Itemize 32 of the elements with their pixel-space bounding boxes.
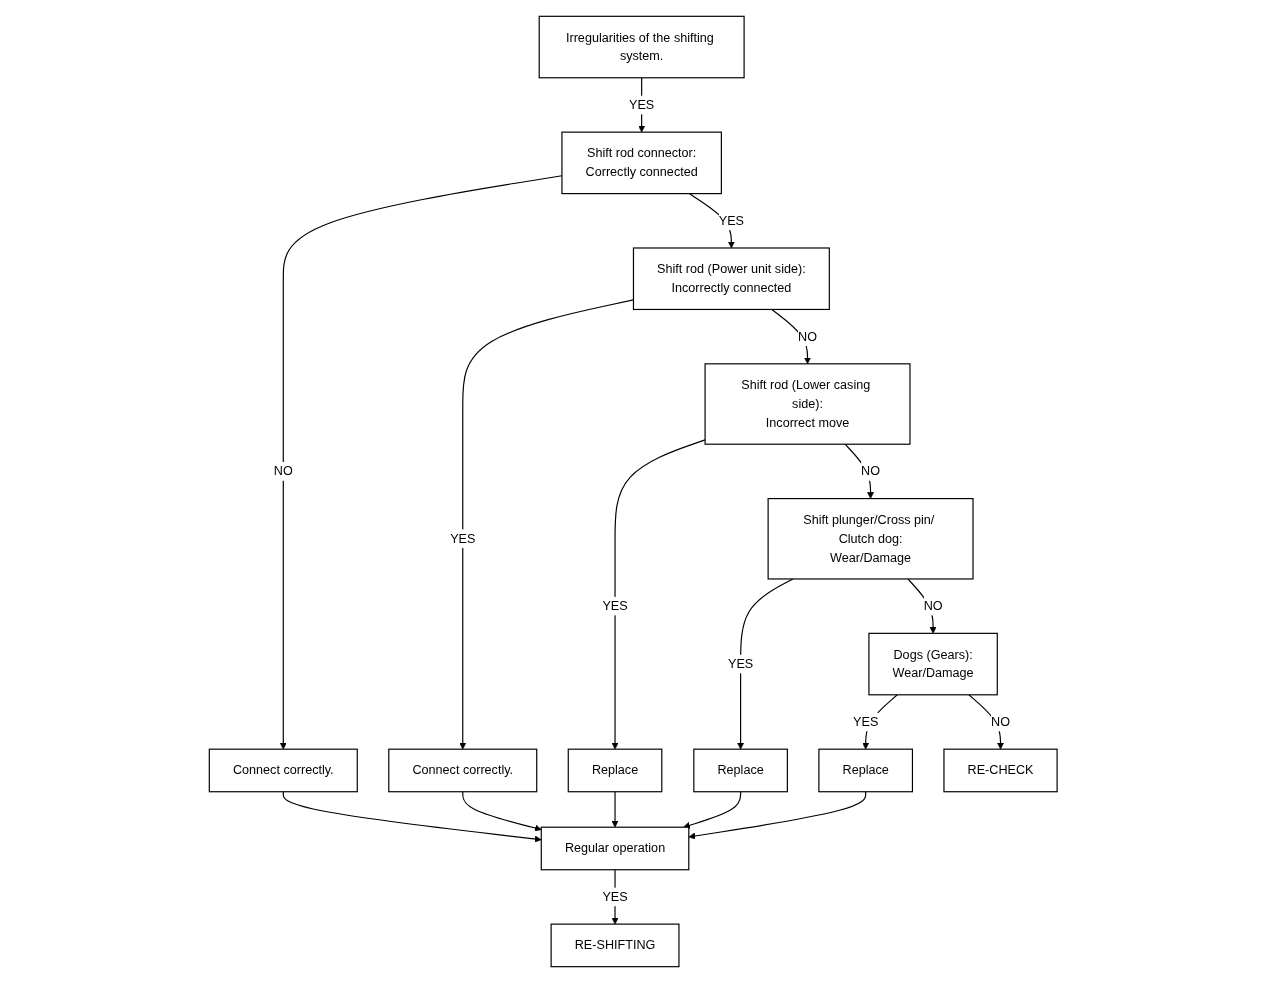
arrow (611, 791, 619, 828)
node-box: RE-CHECK (943, 748, 1058, 793)
arrow (462, 791, 542, 832)
edge-label: NO (991, 714, 1011, 729)
node-box: RE-SHIFTING (550, 923, 680, 968)
node-box: Regular operation (541, 826, 690, 871)
edge-label: NO (274, 464, 294, 478)
node-box: Replace (818, 748, 914, 793)
edge-label: YES (450, 531, 476, 546)
node-box: Replace (693, 748, 789, 793)
edge-label: YES (629, 97, 655, 112)
node-box: Shift rod (Power unit side): Incorrectly connected (633, 247, 831, 311)
arrow (611, 439, 706, 750)
node-box: Irregularities of the shifting system. (538, 15, 745, 79)
edge-label: NO (798, 329, 818, 343)
edge-label: NO (861, 464, 881, 478)
arrow (280, 175, 563, 750)
edge-label: YES (853, 714, 879, 729)
node-box: Shift rod connector: Correctly connected (561, 131, 723, 195)
node-box: Dogs (Gears): Wear/Damage (868, 632, 999, 696)
edge-label: NO (923, 599, 943, 613)
edge-label: YES (719, 213, 745, 228)
node-box: Connect correctly. (209, 748, 359, 793)
node-box: Connect correctly. (388, 748, 538, 793)
edge-label: YES (602, 889, 628, 904)
node-box: Replace (567, 748, 663, 793)
edge-label: YES (728, 656, 754, 671)
arrow (283, 791, 542, 843)
node-box: Shift plunger/Cross pin/ Clutch dog: Wear/Damage (767, 498, 974, 580)
node-box: Shift rod (Lower casing side): Incorrect move (704, 363, 911, 445)
arrow (683, 791, 742, 829)
edge-label: YES (602, 599, 628, 613)
